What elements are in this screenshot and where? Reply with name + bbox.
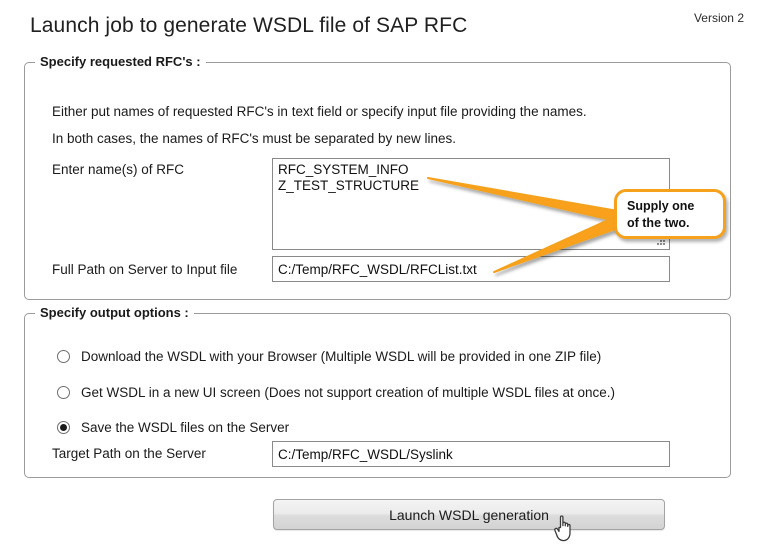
page-title: Launch job to generate WSDL file of SAP … bbox=[30, 14, 468, 37]
radio-new-ui-screen-indicator[interactable] bbox=[57, 386, 70, 399]
requested-rfcs-legend: Specify requested RFC's : bbox=[35, 54, 206, 69]
radio-download-browser-indicator[interactable] bbox=[57, 350, 70, 363]
version-label: Version 2 bbox=[693, 11, 744, 25]
launch-wsdl-generation-button[interactable]: Launch WSDL generation bbox=[273, 499, 665, 530]
requested-rfcs-fieldset: Specify requested RFC's : bbox=[24, 54, 731, 300]
rfc-names-textarea[interactable] bbox=[272, 158, 670, 250]
radio-save-on-server-indicator[interactable] bbox=[57, 421, 70, 434]
rfc-names-label: Enter name(s) of RFC bbox=[52, 162, 185, 177]
rfc-info-line-2: In both cases, the names of RFC's must b… bbox=[52, 131, 457, 146]
input-file-path-field[interactable] bbox=[272, 256, 670, 282]
radio-download-browser-label: Download the WSDL with your Browser (Mul… bbox=[81, 349, 602, 364]
radio-save-on-server-label: Save the WSDL files on the Server bbox=[81, 420, 290, 435]
radio-new-ui-screen-label: Get WSDL in a new UI screen (Does not su… bbox=[81, 385, 615, 400]
pointing-hand-cursor bbox=[554, 515, 571, 542]
target-path-label: Target Path on the Server bbox=[52, 446, 206, 461]
target-path-field[interactable] bbox=[272, 441, 670, 467]
rfc-info-line-1: Either put names of requested RFC's in t… bbox=[52, 104, 587, 119]
input-file-label: Full Path on Server to Input file bbox=[52, 262, 238, 277]
output-options-fieldset: Specify output options : bbox=[24, 305, 731, 478]
output-options-legend: Specify output options : bbox=[35, 305, 194, 320]
